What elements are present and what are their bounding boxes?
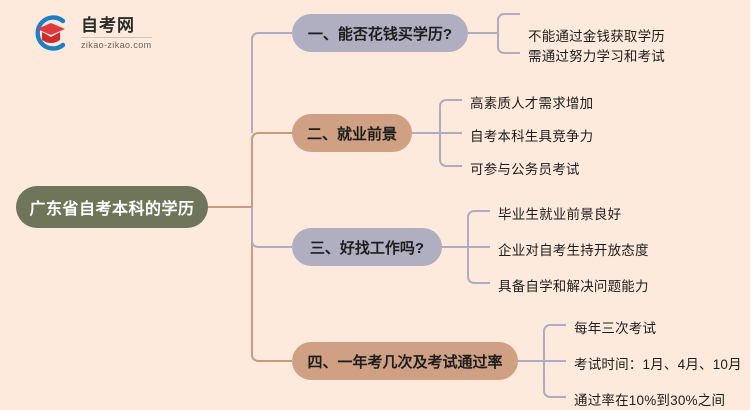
- mindmap-leaf-node[interactable]: 考试时间：1月、4月、10月: [574, 357, 742, 372]
- wire-trunk-branch3: [251, 207, 292, 248]
- logo-name-cn: 自考网: [81, 17, 152, 38]
- wire-trunk-branch1: [251, 32, 292, 133]
- wire-b4-c3: [543, 361, 566, 398]
- wire-b3-c3: [467, 247, 490, 284]
- wire-b1-c1: [497, 13, 520, 33]
- mindmap-branch-node-1[interactable]: 一、能否花钱买学历?: [292, 14, 468, 52]
- wire-b3-c1: [467, 210, 490, 247]
- mindmap-leaf-node[interactable]: 高素质人才需求增加: [470, 96, 594, 111]
- logo-name-en: zikao-zikao.com: [81, 39, 152, 50]
- mindmap-leaf-node[interactable]: 毕业生就业前景良好: [498, 207, 622, 222]
- mindmap-leaf-node[interactable]: 每年三次考试: [574, 321, 657, 336]
- mindmap-leaf-node[interactable]: 可参与公务员考试: [470, 162, 580, 177]
- mindmap-root-node[interactable]: 广东省自考本科的学历: [16, 186, 208, 228]
- mindmap-branch-node-4[interactable]: 四、一年考几次及考试通过率: [292, 342, 518, 380]
- mindmap-branch-node-3[interactable]: 三、好找工作吗?: [292, 228, 442, 266]
- mindmap-leaf-node[interactable]: 不能通过金钱获取学历: [528, 29, 665, 44]
- wire-b2-c3: [439, 133, 462, 167]
- wire-trunk-branch2: [251, 132, 292, 207]
- wire-b2-c1: [439, 99, 462, 133]
- mindmap-leaf-node[interactable]: 通过率在10%到30%之间: [574, 393, 726, 408]
- mindmap-leaf-node[interactable]: 具备自学和解决问题能力: [498, 279, 649, 294]
- mindmap-leaf-node[interactable]: 需通过努力学习和考试: [528, 49, 665, 64]
- wire-b4-c1: [543, 324, 566, 361]
- site-logo: 自考网 zikao-zikao.com: [30, 12, 152, 54]
- wire-trunk-lower: [251, 207, 292, 362]
- wire-b1-c2: [497, 33, 520, 54]
- mindmap-leaf-node[interactable]: 企业对自考生持开放态度: [498, 243, 649, 258]
- mindmap-branch-node-2[interactable]: 二、就业前景: [292, 114, 412, 152]
- graduation-cap-logo-icon: [30, 12, 72, 54]
- mindmap-leaf-node[interactable]: 自考本科生具竞争力: [470, 129, 594, 144]
